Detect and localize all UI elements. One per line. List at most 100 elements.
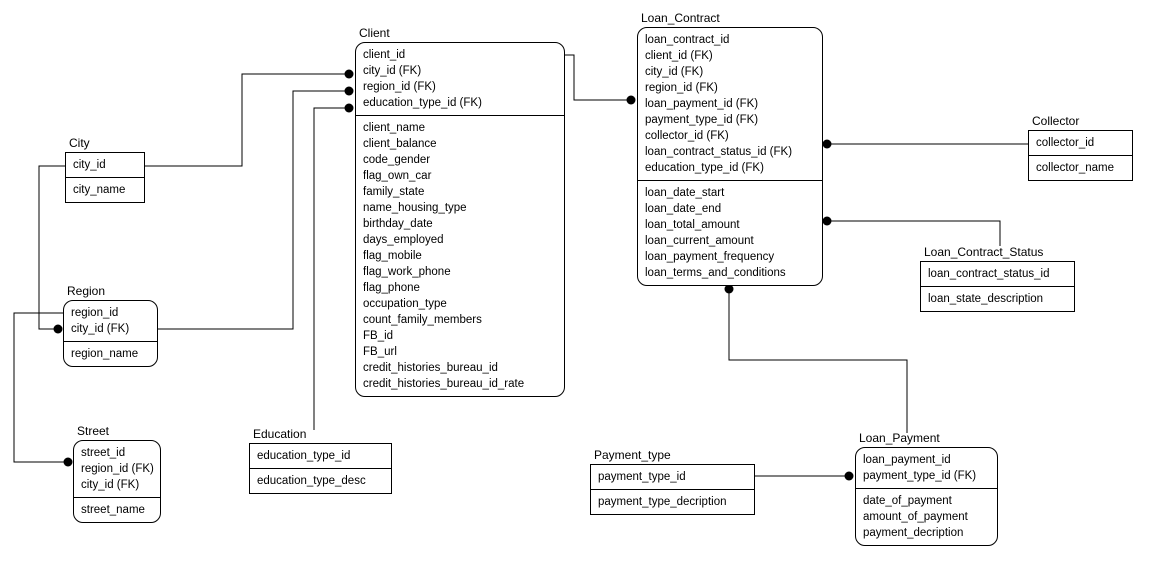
cardinality-dot-icon	[344, 86, 354, 96]
field-collector_id: collector_id (FK)	[645, 130, 729, 142]
field-loan_date_start: loan_date_start	[645, 187, 725, 199]
field-street_id: street_id	[81, 447, 126, 459]
non-key-attributes: city_name	[66, 177, 144, 202]
field-education_type_id: education_type_id (FK)	[645, 162, 764, 174]
relationship-region-client[interactable]	[158, 86, 354, 330]
field-loan_payment_frequency: loan_payment_frequency	[645, 251, 775, 263]
relationship-line	[313, 107, 352, 430]
entity-title-loan-contract-status: Loan_Contract_Status	[924, 245, 1044, 259]
field-loan_state_description: loan_state_description	[928, 293, 1044, 305]
field-region_name: region_name	[71, 348, 139, 360]
key-attributes: street_id region_id (FK) city_id (FK)	[74, 441, 160, 497]
field-loan_payment_id: loan_payment_id	[863, 454, 951, 466]
relationship-collector-loan-contract[interactable]	[822, 139, 1029, 149]
field-family_state: family_state	[363, 186, 425, 198]
cardinality-dot-icon	[53, 324, 63, 334]
relationship-line	[728, 283, 908, 433]
cardinality-dot-icon	[822, 139, 832, 149]
relationship-education-client[interactable]	[313, 103, 354, 431]
field-payment_type_id: payment_type_id (FK)	[863, 470, 977, 482]
field-loan_contract_status_id: loan_contract_status_id	[928, 268, 1050, 280]
field-city_id: city_id (FK)	[71, 323, 130, 335]
field-birthday_date: birthday_date	[363, 218, 433, 230]
key-attributes: collector_id	[1029, 131, 1132, 155]
field-city_name: city_name	[73, 184, 126, 196]
field-client_name: client_name	[363, 122, 426, 134]
field-credit_histories_bureau_id: credit_histories_bureau_id	[363, 362, 498, 374]
cardinality-dot-icon	[822, 216, 832, 226]
field-payment_type_id: payment_type_id	[598, 471, 686, 483]
relationship-city-client[interactable]	[145, 69, 354, 167]
field-collector_name: collector_name	[1036, 162, 1114, 174]
field-city_id: city_id	[73, 159, 106, 171]
cardinality-dot-icon	[724, 284, 734, 294]
field-credit_histories_bureau_id_rate: credit_histories_bureau_id_rate	[363, 378, 525, 390]
field-collector_id: collector_id	[1036, 137, 1095, 149]
non-key-attributes: collector_name	[1029, 155, 1132, 180]
relationship-region-street[interactable]	[13, 312, 73, 467]
non-key-attributes: loan_state_description	[921, 286, 1074, 311]
relationship-line	[565, 54, 634, 101]
field-fb_url: FB_url	[363, 346, 397, 358]
non-key-attributes: region_name	[64, 341, 157, 366]
entity-loan-contract-status[interactable]: loan_contract_status_id loan_state_descri…	[920, 261, 1080, 317]
field-days_employed: days_employed	[363, 234, 444, 246]
cardinality-dot-icon	[344, 69, 354, 79]
key-attributes: city_id	[66, 153, 144, 177]
field-payment_decription: payment_decription	[863, 527, 964, 539]
field-city_id: city_id (FK)	[81, 479, 140, 491]
relationship-payment-type-loan-payment[interactable]	[755, 471, 854, 481]
entity-title-education: Education	[253, 427, 307, 441]
key-attributes: education_type_id	[250, 444, 391, 468]
entity-title-client: Client	[359, 26, 390, 40]
entity-city[interactable]: city_id city_name	[65, 152, 150, 208]
field-education_type_desc: education_type_desc	[257, 475, 366, 487]
relationship-line	[823, 220, 1001, 246]
key-attributes: loan_contract_status_id	[921, 262, 1074, 286]
field-region_id: region_id (FK)	[81, 463, 154, 475]
relationship-line	[145, 73, 352, 167]
field-region_id: region_id (FK)	[645, 82, 718, 94]
key-attributes: loan_payment_id payment_type_id (FK)	[856, 448, 997, 488]
relationship-client-loan-contract[interactable]	[565, 54, 636, 105]
entity-collector[interactable]: collector_id collector_name	[1028, 130, 1138, 186]
field-loan_contract_status_id: loan_contract_status_id (FK)	[645, 146, 793, 158]
entity-title-loan-contract: Loan_Contract	[641, 11, 720, 25]
field-loan_payment_id: loan_payment_id (FK)	[645, 98, 759, 110]
entity-education[interactable]: education_type_id education_type_desc	[249, 443, 397, 499]
field-loan_total_amount: loan_total_amount	[645, 219, 740, 231]
entity-payment-type[interactable]: payment_type_id payment_type_decription	[590, 464, 760, 520]
relationship-loan-payment-loan-contract[interactable]	[724, 283, 908, 433]
entity-title-loan-payment: Loan_Payment	[859, 431, 940, 445]
relationship-line	[38, 165, 65, 330]
entity-loan-payment[interactable]: loan_payment_id payment_type_id (FK) date_…	[855, 447, 1003, 551]
relationship-status-loan-contract[interactable]	[822, 216, 1001, 247]
field-flag_mobile: flag_mobile	[363, 250, 422, 262]
field-education_type_id: education_type_id	[257, 450, 351, 462]
field-city_id: city_id (FK)	[363, 65, 422, 77]
field-count_family_members: count_family_members	[363, 314, 482, 326]
field-name_housing_type: name_housing_type	[363, 202, 467, 214]
field-flag_own_car: flag_own_car	[363, 170, 432, 182]
relationship-city-region[interactable]	[38, 165, 65, 334]
field-city_id: city_id (FK)	[645, 66, 704, 78]
field-code_gender: code_gender	[363, 154, 431, 166]
non-key-attributes: street_name	[74, 497, 160, 522]
field-occupation_type: occupation_type	[363, 298, 447, 310]
field-date_of_payment: date_of_payment	[863, 495, 952, 507]
non-key-attributes: payment_type_decription	[591, 489, 754, 514]
field-loan_terms_and_conditions: loan_terms_and_conditions	[645, 267, 786, 279]
entity-title-city: City	[69, 136, 90, 150]
relationship-line	[13, 312, 71, 463]
field-flag_work_phone: flag_work_phone	[363, 266, 451, 278]
